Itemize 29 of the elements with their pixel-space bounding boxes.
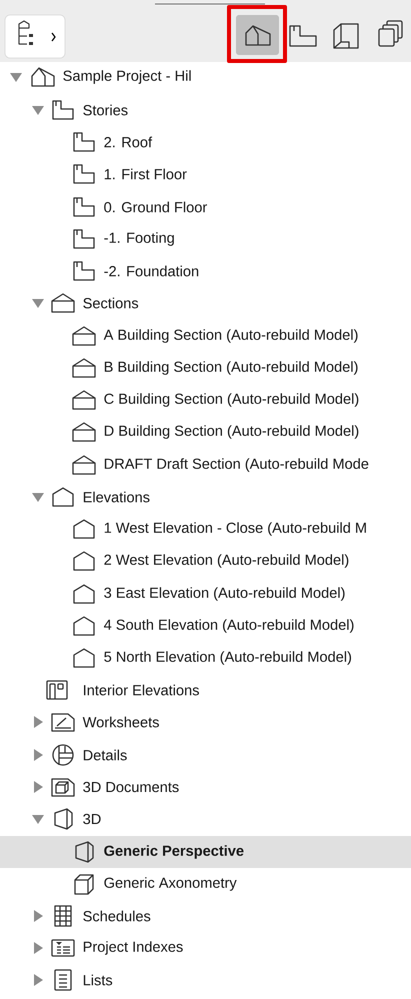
tree-item-label: Interior Elevations [84, 684, 199, 696]
tree-item-label: Elevations [84, 492, 150, 502]
tree-item-label: -2. Foundation [104, 266, 198, 276]
tree-item-label: A Building Section (Auto-rebuild Model) [104, 329, 358, 343]
tree-item-label: -1. Footing [104, 232, 174, 246]
tree-item-label: 0. Ground Floor [104, 202, 207, 212]
tree-item-label: 4 South Elevation (Auto-rebuild Model) [104, 619, 354, 633]
tree-item-label: Worksheets [82, 716, 159, 728]
tree-item-label: B Building Section (Auto-rebuild Model) [104, 361, 358, 375]
tree-item-label: DRAFT Draft Section (Auto-rebuild Mode [104, 458, 368, 472]
tree-item-label: 3D [83, 814, 101, 824]
tree-item-label: 5 North Elevation (Auto-rebuild Model) [104, 651, 351, 665]
tree-item-label: Project Indexes [84, 941, 183, 955]
tree-item-label: Sections [83, 298, 138, 308]
tree-item-label: Schedules [83, 910, 150, 922]
tree-item-label: 1 West Elevation - Close (Auto-rebuild M [104, 522, 366, 536]
tree-item-label: Stories [83, 104, 128, 116]
tree-item-label: Details [84, 750, 127, 760]
tree-item-label: Generic Perspective [104, 845, 244, 859]
tree-item-label: Generic Axonometry [104, 877, 237, 891]
tree-item-label: 2 West Elevation (Auto-rebuild Model) [104, 554, 348, 568]
tree-item-label: 1. First Floor [104, 168, 187, 180]
tree-item-label: 2. Roof [104, 136, 152, 148]
tree-item-label: Sample Project - Hil [63, 70, 191, 84]
tree-item-label: 3 East Elevation (Auto-rebuild Model) [104, 587, 345, 601]
tree-item-label: C Building Section (Auto-rebuild Model) [104, 393, 358, 407]
tree-item-label: 3D Documents [83, 782, 179, 792]
tree-item-label: Lists [84, 974, 112, 986]
tree-item-label: D Building Section (Auto-rebuild Model) [104, 425, 358, 439]
